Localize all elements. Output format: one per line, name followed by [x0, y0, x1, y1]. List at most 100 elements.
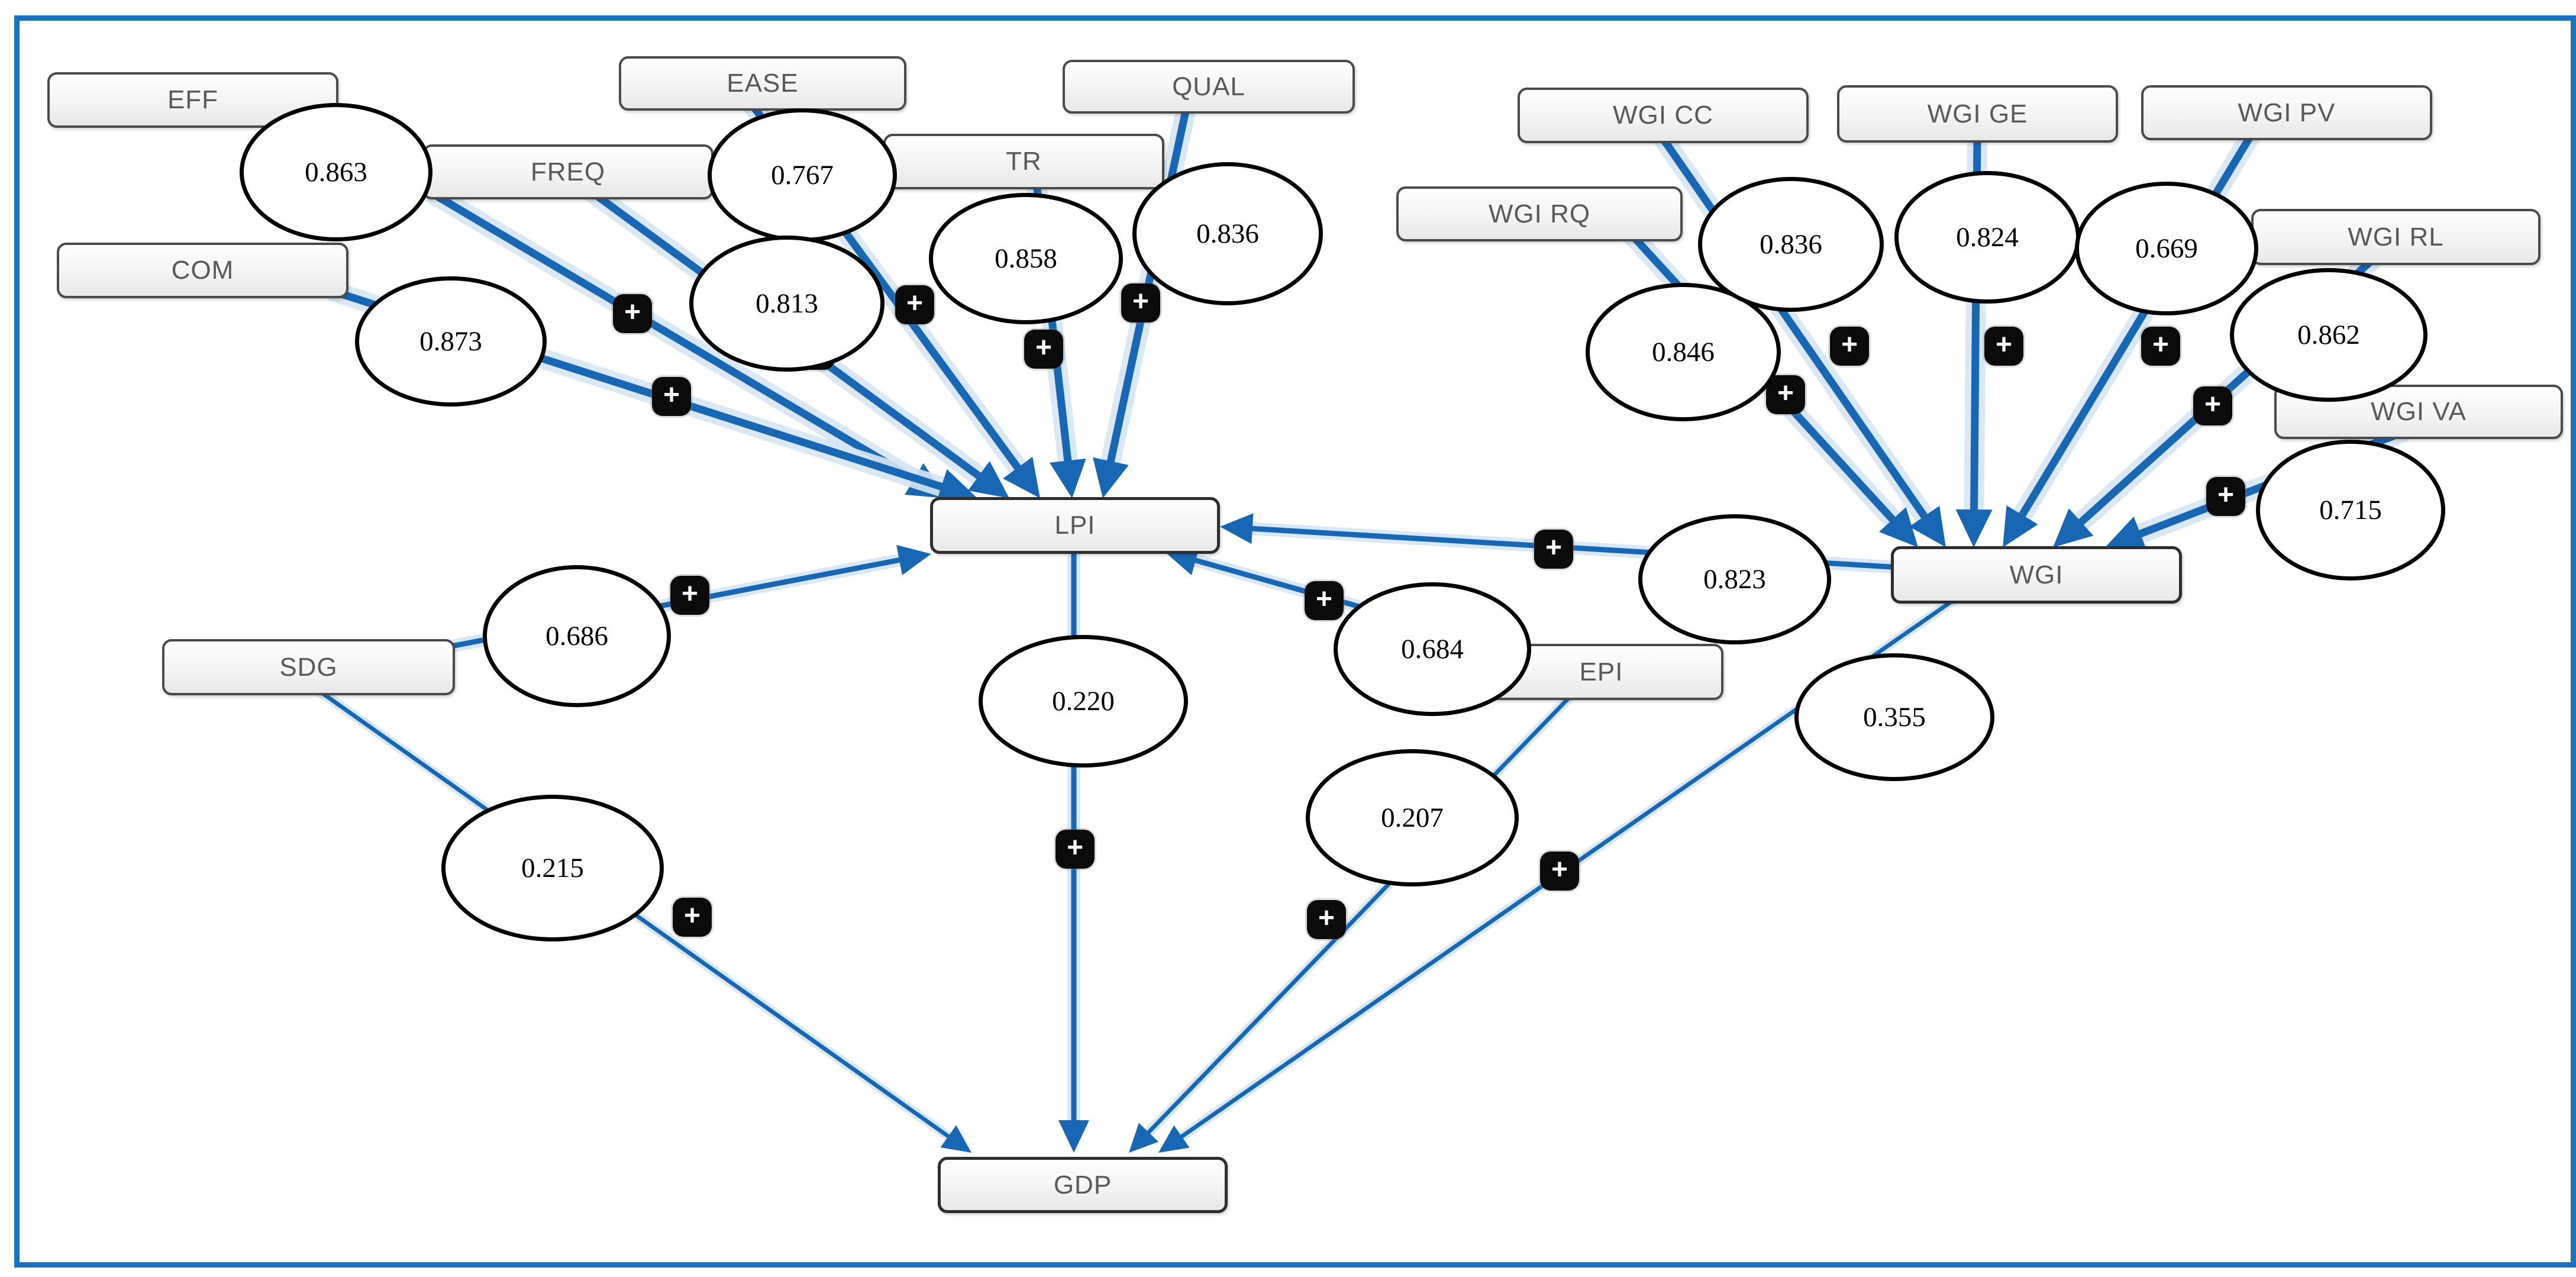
- node-label-wgi: WGI: [2009, 560, 2064, 589]
- coefficient-value-loading-eff: 0.863: [305, 157, 367, 188]
- coefficient-value-path-wgi-gdp: 0.355: [1863, 702, 1926, 733]
- plus-badge-wgi-to-lpi: +: [1534, 530, 1573, 569]
- arrowhead-wgi-cc-to-wgi: [1909, 505, 1946, 547]
- coefficient-value-loading-wgi-rl: 0.862: [2297, 320, 2360, 350]
- plus-icon: +: [1315, 583, 1333, 615]
- plus-badge-lpi-to-gdp: +: [1055, 830, 1095, 869]
- coefficient-ellipse-loading-eff: 0.863: [240, 103, 432, 241]
- node-label-wgi-rl: WGI RL: [2348, 222, 2444, 251]
- plus-badge-wgi-va-to-wgi: +: [2206, 477, 2245, 516]
- plus-badge-eff-to-lpi: +: [613, 294, 652, 333]
- plus-badge-wgi-rq-to-wgi: +: [1766, 375, 1805, 414]
- arrowhead-wgi-va-to-wgi: [2105, 517, 2147, 551]
- plus-badge-tr-to-lpi: +: [1024, 330, 1063, 369]
- arrowhead-epi-to-gdp: [1129, 1123, 1158, 1153]
- node-box-lpi: LPI: [930, 497, 1220, 554]
- arrowhead-qual-to-lpi: [1093, 457, 1129, 498]
- arrowhead-ease-to-lpi: [1003, 457, 1040, 498]
- edge-epi-to-gdp: [1129, 691, 1576, 1153]
- arrowhead-wgi-pv-to-wgi: [2003, 505, 2038, 547]
- node-label-qual: QUAL: [1172, 72, 1245, 101]
- node-box-freq: FREQ: [422, 144, 714, 199]
- plus-icon: +: [663, 379, 680, 411]
- plus-icon: +: [1318, 902, 1335, 934]
- plus-icon: +: [906, 288, 924, 319]
- node-box-wgi: WGI: [1891, 546, 2182, 604]
- coefficient-value-loading-wgi-cc: 0.836: [1760, 229, 1822, 260]
- arrowhead-wgi-rl-to-wgi: [2053, 508, 2094, 547]
- plus-badge-epi-to-lpi: +: [1305, 581, 1344, 620]
- plus-badge-wgi-cc-to-wgi: +: [1830, 327, 1869, 366]
- plus-badge-wgi-pv-to-wgi: +: [2141, 327, 2180, 366]
- coefficient-value-path-epi-lpi: 0.684: [1401, 634, 1464, 665]
- coefficient-value-path-lpi-gdp: 0.220: [1052, 686, 1115, 717]
- node-label-tr: TR: [1006, 147, 1042, 176]
- coefficient-value-loading-com: 0.873: [419, 326, 482, 357]
- coefficient-value-loading-wgi-rq: 0.846: [1652, 337, 1715, 367]
- coefficient-ellipse-loading-com: 0.873: [355, 276, 547, 407]
- coefficient-value-loading-wgi-ge: 0.824: [1956, 222, 2019, 253]
- coefficient-ellipse-loading-wgi-rl: 0.862: [2230, 268, 2427, 402]
- plus-icon: +: [1995, 329, 2013, 360]
- plus-icon: +: [2217, 479, 2235, 511]
- node-label-wgi-ge: WGI GE: [1927, 99, 2028, 128]
- coefficient-ellipse-path-wgi-gdp: 0.355: [1794, 653, 1994, 781]
- plus-badge-sdg-to-lpi: +: [670, 576, 709, 615]
- node-box-ease: EASE: [619, 56, 906, 111]
- plus-icon: +: [1545, 532, 1563, 563]
- coefficient-value-loading-tr: 0.858: [995, 243, 1057, 274]
- node-label-gdp: GDP: [1053, 1170, 1112, 1199]
- node-box-sdg: SDG: [162, 639, 455, 695]
- node-label-wgi-va: WGI VA: [2371, 397, 2467, 426]
- edge-sdg-to-gdp: [314, 686, 971, 1153]
- arrowhead-sdg-to-gdp: [940, 1125, 971, 1153]
- node-box-com: COM: [57, 243, 348, 298]
- plus-icon: +: [1841, 329, 1858, 360]
- node-box-qual: QUAL: [1063, 60, 1355, 114]
- arrowhead-freq-to-lpi: [968, 461, 1009, 498]
- coefficient-value-path-epi-gdp: 0.207: [1381, 802, 1444, 833]
- node-box-wgi-rl: WGI RL: [2251, 209, 2541, 265]
- plus-badge-qual-to-lpi: +: [1121, 283, 1160, 323]
- node-box-wgi-ge: WGI GE: [1837, 85, 2118, 143]
- coefficient-ellipse-path-lpi-gdp: 0.220: [979, 635, 1188, 768]
- arrowhead-wgi-rq-to-wgi: [1878, 507, 1918, 547]
- arrowhead-tr-to-lpi: [1050, 458, 1086, 498]
- plus-icon: +: [2204, 389, 2222, 420]
- plus-badge-wgi-ge-to-wgi: +: [1984, 327, 2023, 366]
- arrowhead-wgi-to-lpi: [1220, 513, 1254, 544]
- coefficient-ellipse-loading-wgi-ge: 0.824: [1894, 171, 2080, 304]
- plus-badge-ease-to-lpi: +: [895, 285, 934, 324]
- plus-icon: +: [2152, 329, 2170, 360]
- coefficient-ellipse-loading-tr: 0.858: [929, 193, 1123, 324]
- node-label-eff: EFF: [167, 85, 219, 114]
- coefficient-ellipse-loading-ease: 0.767: [708, 108, 897, 242]
- node-box-wgi-rq: WGI RQ: [1396, 186, 1683, 241]
- arrowhead-wgi-ge-to-wgi: [1955, 509, 1993, 547]
- plus-icon: +: [1066, 832, 1084, 863]
- node-label-com: COM: [171, 256, 234, 285]
- coefficient-value-path-sdg-lpi: 0.686: [545, 621, 608, 652]
- node-label-epi: EPI: [1579, 657, 1623, 686]
- node-label-sdg: SDG: [279, 652, 338, 682]
- plus-icon: +: [1035, 332, 1053, 363]
- plus-icon: +: [683, 900, 701, 931]
- plus-badge-com-to-lpi: +: [652, 377, 691, 416]
- plus-icon: +: [624, 296, 641, 328]
- coefficient-ellipse-loading-wgi-cc: 0.836: [1698, 177, 1884, 312]
- coefficient-value-loading-wgi-pv: 0.669: [2135, 233, 2198, 264]
- coefficient-ellipse-path-sdg-lpi: 0.686: [483, 565, 671, 707]
- coefficient-value-path-wgi-lpi: 0.823: [1703, 564, 1766, 595]
- plus-badge-wgi-to-gdp: +: [1540, 852, 1579, 891]
- node-box-tr: TR: [883, 134, 1164, 189]
- node-label-ease: EASE: [727, 69, 799, 98]
- coefficient-value-path-sdg-gdp: 0.215: [521, 853, 584, 883]
- coefficient-ellipse-path-epi-lpi: 0.684: [1334, 582, 1531, 716]
- node-box-wgi-pv: WGI PV: [2141, 85, 2432, 140]
- node-label-freq: FREQ: [530, 157, 606, 186]
- coefficient-ellipse-loading-freq: 0.813: [689, 236, 885, 372]
- coefficient-ellipse-path-epi-gdp: 0.207: [1306, 749, 1519, 886]
- node-label-wgi-cc: WGI CC: [1613, 101, 1713, 130]
- arrowhead-com-to-lpi: [935, 469, 977, 504]
